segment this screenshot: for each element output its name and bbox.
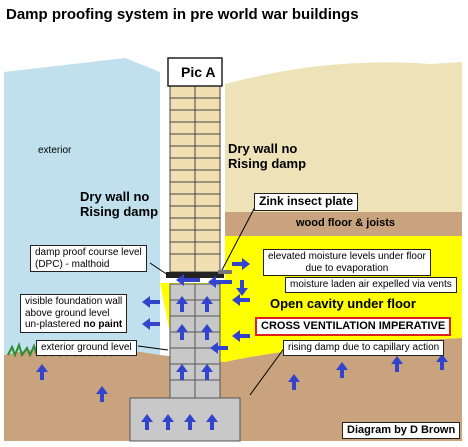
- dpc-label: damp proof course level (DPC) - malthoid: [30, 245, 147, 272]
- dry-wall-left-label: Dry wall no Rising damp: [80, 189, 159, 220]
- up-arrow: [36, 364, 48, 380]
- up-arrow: [201, 296, 213, 312]
- ground-level-label: exterior ground level: [36, 340, 137, 356]
- foundation-line-2: above ground level: [25, 307, 110, 319]
- diagram-title: Damp proofing system in pre world war bu…: [6, 6, 359, 23]
- left-arrow: [232, 294, 250, 306]
- pic-a-label: Pic A: [181, 64, 216, 80]
- exterior-sky-area: [4, 58, 160, 355]
- elevated-line-1: elevated moisture levels under floor: [268, 251, 426, 262]
- left-arrow: [176, 274, 200, 286]
- ground-leader-line: [137, 345, 169, 351]
- up-arrow: [336, 362, 348, 378]
- dry-wall-right-line-1: Dry wall no: [228, 141, 298, 156]
- left-arrow: [208, 276, 232, 288]
- up-arrow: [201, 324, 213, 340]
- foundation-line-3: un-plastered no paint: [25, 319, 122, 331]
- brick-wall: [169, 85, 221, 273]
- left-arrow: [232, 330, 250, 342]
- up-arrow: [206, 414, 218, 430]
- foundation-line-1: visible foundation wall: [25, 296, 123, 307]
- right-arrow: [232, 258, 250, 270]
- zink-plate-label: Zink insect plate: [254, 193, 359, 211]
- up-arrow: [176, 324, 188, 340]
- up-arrow: [391, 356, 403, 372]
- wood-floor-label: wood floor & joists: [296, 217, 395, 229]
- foundation-wall-label: visible foundation wall above ground lev…: [20, 294, 128, 333]
- up-arrow: [96, 386, 108, 402]
- left-arrow: [210, 342, 228, 354]
- dpc-layer: [166, 272, 224, 278]
- dry-wall-right-line-2: Rising damp: [228, 155, 307, 171]
- up-arrow: [176, 296, 188, 312]
- dpc-leader-line: [149, 262, 169, 276]
- dry-wall-right-label: Dry wall no Rising damp: [228, 141, 307, 172]
- foundation-wall: [169, 283, 221, 399]
- up-arrow: [141, 414, 153, 430]
- cross-ventilation-label: CROSS VENTILATION IMPERATIVE: [255, 317, 452, 336]
- wood-floor-band: [225, 212, 462, 236]
- foundation-unplastered-text: un-plastered: [25, 319, 84, 330]
- moisture-arrows: [36, 258, 448, 430]
- left-arrow: [142, 318, 160, 330]
- up-arrow: [288, 374, 300, 390]
- zink-insect-plate: [218, 270, 232, 274]
- moisture-air-label: moisture laden air expelled via vents: [285, 277, 457, 293]
- dpc-line-2: (DPC) - malthoid: [35, 258, 110, 270]
- pic-a-box: [167, 57, 223, 87]
- exterior-label: exterior: [38, 145, 72, 156]
- dpc-line-1: damp proof course level: [35, 247, 142, 258]
- dry-wall-left-line-2: Rising damp: [80, 203, 159, 219]
- up-arrow: [201, 364, 213, 380]
- rising-damp-leader-line: [249, 346, 286, 396]
- up-arrow: [436, 354, 448, 370]
- zink-leader-line: [221, 206, 256, 271]
- credit-label: Diagram by D Brown: [342, 422, 461, 439]
- up-arrow: [162, 414, 174, 430]
- up-arrow: [184, 414, 196, 430]
- foundation-no-paint-text: no paint: [83, 319, 123, 330]
- open-cavity-label: Open cavity under floor: [270, 296, 416, 311]
- soil-ground: [4, 338, 462, 441]
- elevated-moisture-label: elevated moisture levels under floor due…: [263, 249, 431, 276]
- up-arrow: [176, 364, 188, 380]
- down-arrow: [236, 280, 248, 296]
- dry-wall-left-line-1: Dry wall no: [80, 189, 150, 204]
- elevated-line-2: due to evaporation: [305, 262, 389, 274]
- left-arrow: [142, 296, 160, 308]
- rising-damp-label: rising damp due to capillary action: [283, 340, 445, 356]
